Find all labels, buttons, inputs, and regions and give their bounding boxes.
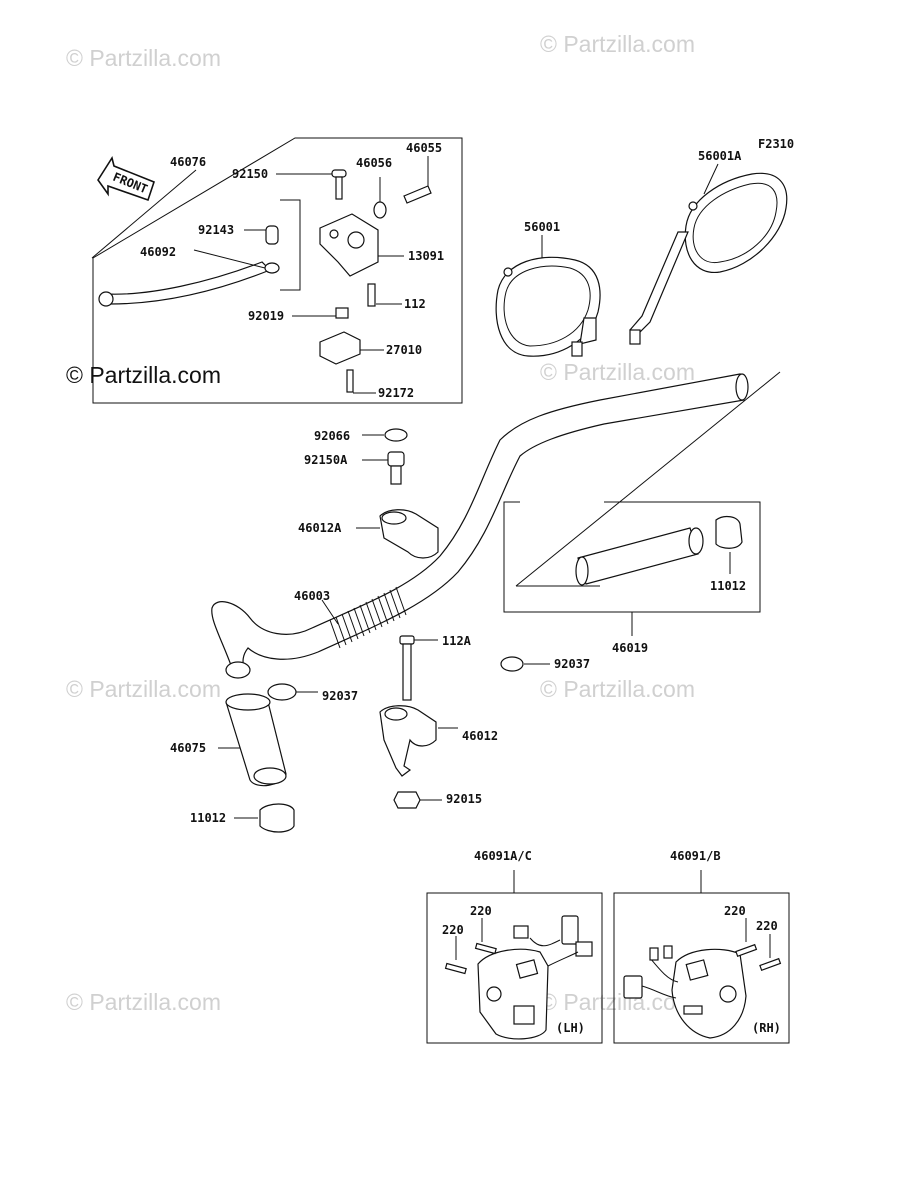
- watermark-text: © Partzilla.com: [540, 676, 695, 702]
- part-label-11012-left: 11012: [190, 811, 226, 825]
- watermark-text: © Partzilla.com: [66, 362, 221, 388]
- part-label-11012-right: 11012: [710, 579, 746, 593]
- part-label-220: 220: [442, 923, 464, 937]
- part-label-112a: 112A: [442, 634, 472, 648]
- part-label-46075: 46075: [170, 741, 206, 755]
- left-grip-group: 92037 46075 11012: [170, 683, 358, 833]
- lh-label: (LH): [556, 1021, 585, 1035]
- lower-clamp-group: 112A 46012 92015 92037: [379, 634, 590, 809]
- part-label-112: 112: [404, 297, 426, 311]
- part-label-92143: 92143: [198, 223, 234, 237]
- watermark-text: © Partzilla.com: [66, 676, 221, 702]
- part-label-46019: 46019: [612, 641, 648, 655]
- part-label-27010: 27010: [386, 343, 422, 357]
- clutch-lever: [105, 261, 272, 305]
- part-label-220: 220: [724, 904, 746, 918]
- part-label-92150a: 92150A: [304, 453, 348, 467]
- part-label-13091: 13091: [408, 249, 444, 263]
- part-label-92019: 92019: [248, 309, 284, 323]
- part-label-46092: 46092: [140, 245, 176, 259]
- watermark-text: © Partzilla.com: [540, 31, 695, 57]
- part-label-92037-left: 92037: [322, 689, 358, 703]
- part-label-92150: 92150: [232, 167, 268, 181]
- rh-label: (RH): [752, 1021, 781, 1035]
- bushing: [265, 225, 279, 245]
- part-label-46055: 46055: [406, 141, 442, 155]
- part-label-56001a: 56001A: [698, 149, 742, 163]
- part-label-92037-right: 92037: [554, 657, 590, 671]
- watermark-text: © Partzilla.com: [540, 359, 695, 385]
- part-label-92066: 92066: [314, 429, 350, 443]
- front-arrow: FRONT: [97, 155, 155, 202]
- upper-clamp-group: 92066 92150A 46012A: [298, 428, 439, 559]
- grip-end-cap: [259, 803, 295, 833]
- part-label-46003: 46003: [294, 589, 330, 603]
- front-label: FRONT: [111, 170, 150, 197]
- lever-assembly-box: 46076 46055 46056 92150 92143 46092 1309…: [91, 137, 463, 404]
- part-label-46091a-c: 46091A/C: [474, 849, 532, 863]
- part-label-46091-b: 46091/B: [670, 849, 721, 863]
- lh-switch-box: 46091A/C 220 220 (LH): [426, 849, 603, 1044]
- rh-switch-box: 46091/B 220 220 (RH): [613, 849, 790, 1044]
- diagram-code: F2310: [758, 137, 794, 151]
- right-grip-box: 11012 46019: [503, 371, 781, 655]
- mirrors: 56001 56001A: [495, 149, 788, 357]
- nut-92015: [393, 791, 421, 809]
- cap-92066: [384, 428, 408, 442]
- part-label-92172: 92172: [378, 386, 414, 400]
- part-label-92015: 92015: [446, 792, 482, 806]
- handlebar-tube: [211, 373, 745, 675]
- mirror-left: [495, 256, 601, 357]
- part-label-46012a: 46012A: [298, 521, 342, 535]
- part-label-46076: 46076: [170, 155, 206, 169]
- watermarks: © Partzilla.com © Partzilla.com © Partzi…: [66, 31, 695, 1015]
- lower-clamp: [379, 705, 437, 777]
- clutch-switch: [319, 331, 361, 365]
- watermark-text: © Partzilla.com: [66, 45, 221, 71]
- part-label-46012: 46012: [462, 729, 498, 743]
- handlebar: 46003: [211, 373, 749, 679]
- part-label-220: 220: [756, 919, 778, 933]
- part-label-220: 220: [470, 904, 492, 918]
- throttle-grip: [577, 527, 699, 585]
- lever-bracket: [319, 213, 379, 277]
- part-label-46056: 46056: [356, 156, 392, 170]
- watermark-text: © Partzilla.com: [540, 989, 695, 1015]
- mirror-right: [629, 172, 788, 345]
- watermark-text: © Partzilla.com: [66, 989, 221, 1015]
- part-label-56001: 56001: [524, 220, 560, 234]
